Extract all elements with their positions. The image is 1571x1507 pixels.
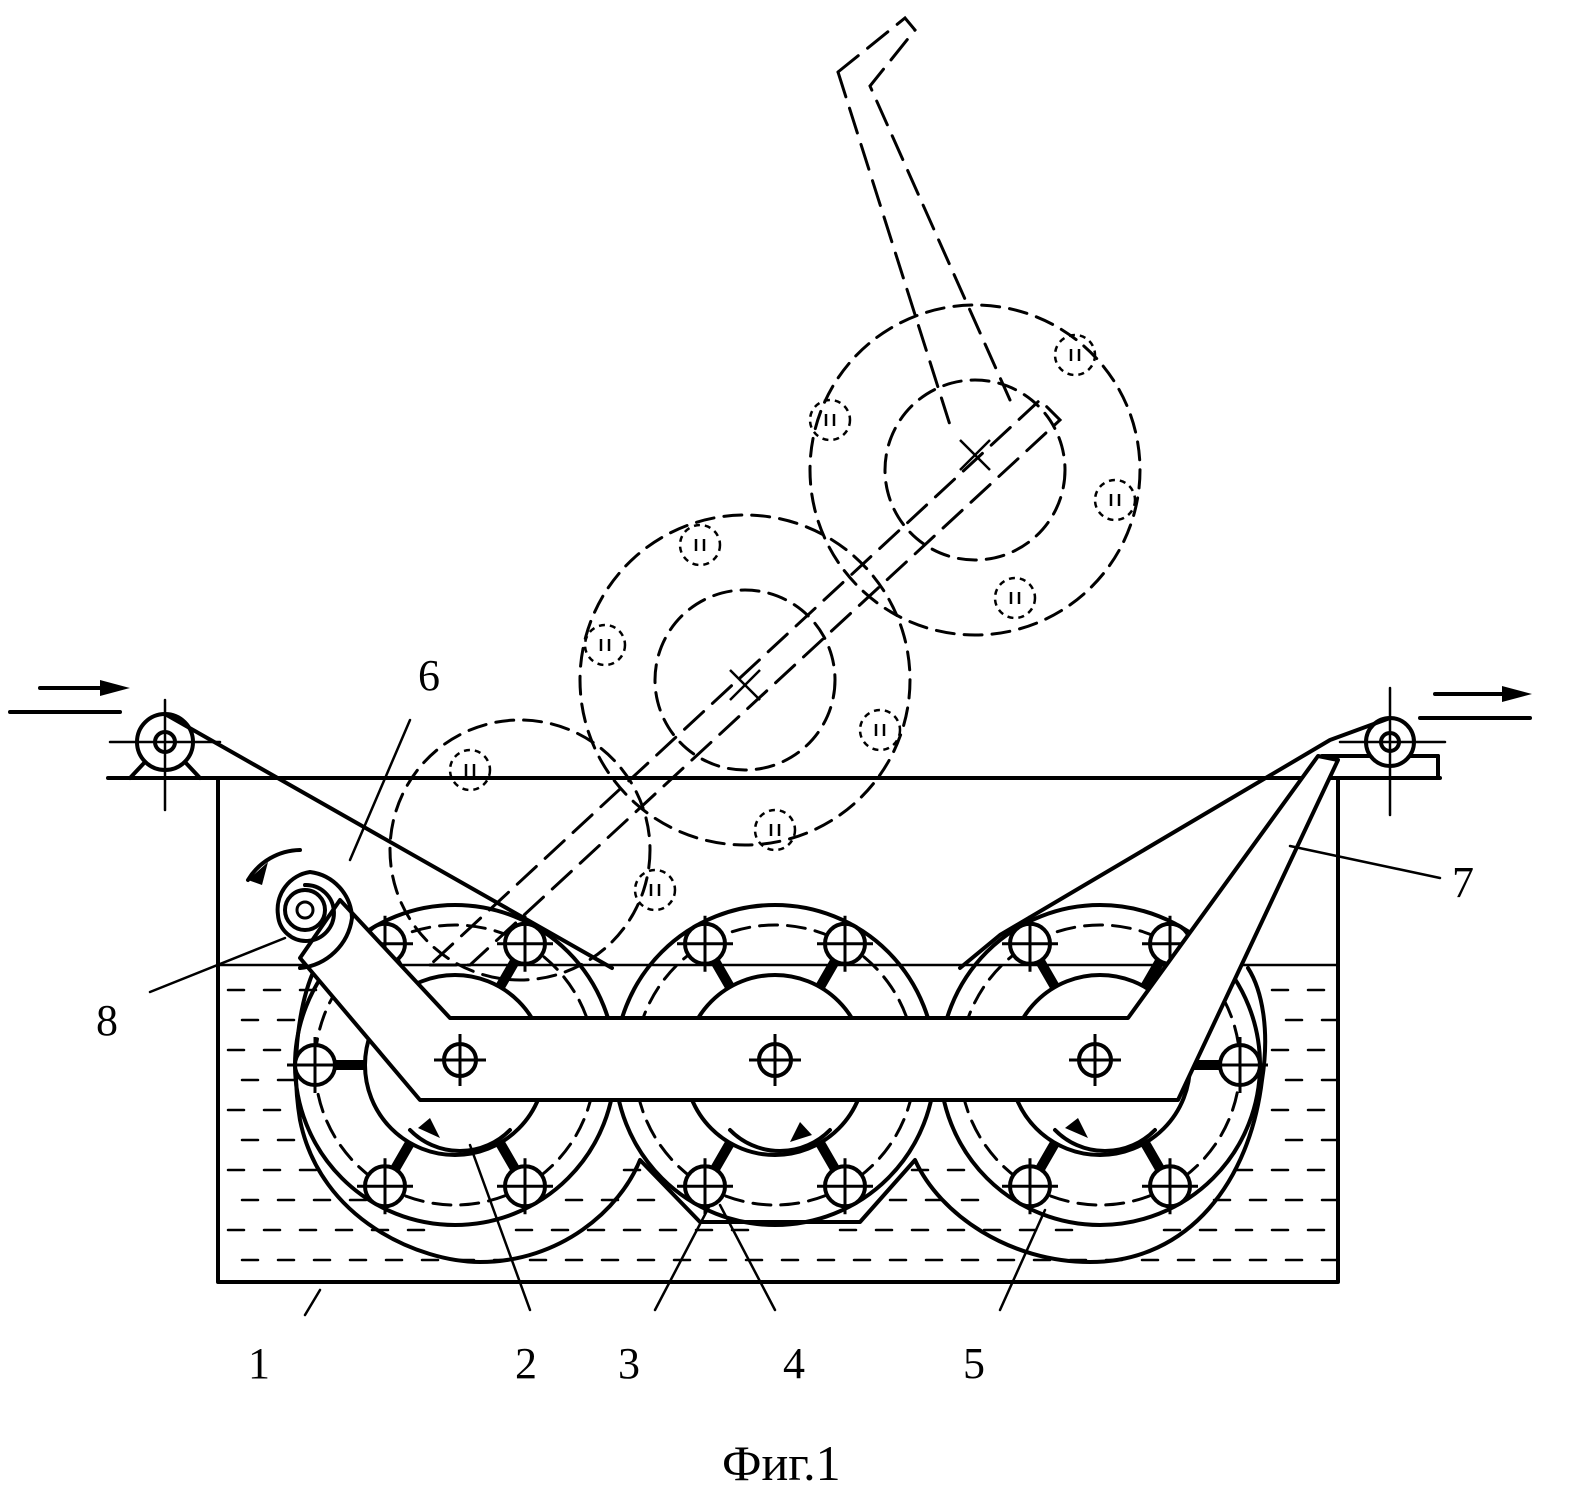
drum-roller: [497, 1158, 553, 1214]
label-5: 5: [963, 1339, 985, 1388]
drum-roller: [1002, 916, 1058, 972]
right-outlet-arrow-icon: [1435, 686, 1532, 702]
label-6: 6: [418, 651, 440, 700]
drum-roller: [817, 916, 873, 972]
left-inlet-arrow-icon: [40, 680, 130, 696]
drum-roller: [357, 1158, 413, 1214]
drum-roller: [1142, 1158, 1198, 1214]
figure-caption: Фиг.1: [722, 1435, 841, 1491]
label-3: 3: [618, 1339, 640, 1388]
label-7: 7: [1452, 858, 1474, 907]
drum-roller: [497, 916, 553, 972]
drum-roller: [817, 1158, 873, 1214]
drum-roller: [1002, 1158, 1058, 1214]
drum-roller: [677, 916, 733, 972]
label-2: 2: [515, 1339, 537, 1388]
left-guide-roller: [10, 700, 220, 810]
label-1: 1: [248, 1339, 270, 1388]
raised-position-dashed: [390, 18, 1140, 980]
right-guide-roller: [1340, 688, 1530, 815]
label-8: 8: [96, 996, 118, 1045]
label-4: 4: [783, 1339, 805, 1388]
